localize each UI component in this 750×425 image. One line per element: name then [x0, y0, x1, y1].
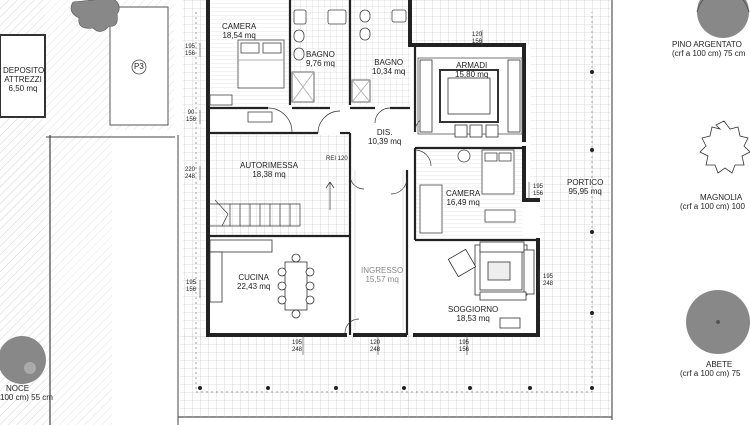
- room-area: 9,76 mq: [306, 59, 335, 68]
- room-cucina: CUCINA 22,43 mq: [237, 273, 270, 291]
- room-name: ARMADI: [456, 61, 488, 70]
- cucina-furniture: [209, 239, 315, 319]
- room-bagno-2: BAGNO 10,34 mq: [372, 58, 405, 76]
- dimension-marks: [199, 30, 540, 355]
- rei-label: REI 120: [326, 156, 348, 162]
- tree-name: PINO ARGENTATO: [672, 40, 742, 49]
- tree-name: ABETE: [706, 360, 733, 369]
- room-area: 18,54 mq: [222, 31, 256, 40]
- tree-size: (crf a 100 cm) 75 cm: [672, 49, 746, 58]
- room-area: 10,39 mq: [368, 137, 402, 146]
- tree-size: (crf a 100 cm) 75: [680, 369, 741, 378]
- room-area: 95,95 mq: [568, 187, 602, 196]
- bed-camera-1: [209, 39, 285, 123]
- room-autorimessa: AUTORIMESSA 18,38 mq: [240, 161, 298, 179]
- room-bagno-1: BAGNO 9,76 mq: [306, 50, 335, 68]
- tree-magnolia: MAGNOLIA (crf a 100 cm) 100: [680, 193, 745, 211]
- room-name: DIS.: [376, 128, 393, 137]
- room-area: 10,34 mq: [372, 67, 406, 76]
- tree-abete: ABETE (crf a 100 cm) 75: [680, 360, 740, 378]
- room-name: INGRESSO: [361, 266, 404, 275]
- room-name: DEPOSITO ATTREZZI: [3, 66, 45, 84]
- room-name: BAGNO: [374, 58, 404, 67]
- portico-columns: [198, 70, 594, 390]
- room-area: 18,53 mq: [456, 314, 490, 323]
- room-area: 18,38 mq: [252, 170, 286, 179]
- room-area: 15,80 mq: [455, 70, 489, 79]
- room-armadi: ARMADI 15,80 mq: [455, 61, 488, 79]
- room-area: 15,57 mq: [365, 275, 399, 284]
- bathroom-fixtures: [291, 9, 407, 103]
- house-walls: [206, 0, 540, 337]
- room-deposito: DEPOSITO ATTREZZI 6,50 mq: [3, 66, 45, 93]
- room-soggiorno: SOGGIORNO 18,53 mq: [448, 305, 498, 323]
- room-name: PORTICO: [567, 178, 604, 187]
- soggiorno-furniture: [447, 241, 535, 329]
- garage-floor: [208, 135, 348, 235]
- room-name: BAGNO: [306, 50, 335, 59]
- room-name: CAMERA: [446, 189, 481, 198]
- room-name: CUCINA: [238, 273, 270, 282]
- room-name: AUTORIMESSA: [240, 161, 299, 170]
- tree-size: 100 cm) 55 cm: [0, 393, 53, 402]
- room-camera-1: CAMERA 18,54 mq: [222, 22, 256, 40]
- fence-lot: [46, 135, 179, 425]
- parking-label: P3: [134, 62, 144, 71]
- room-ingresso: INGRESSO 15,57 mq: [361, 266, 403, 284]
- room-area: 22,43 mq: [237, 282, 271, 291]
- parking-space: [109, 6, 169, 126]
- parking-circle: [131, 59, 147, 75]
- tree-pino: PINO ARGENTATO (crf a 100 cm) 75 cm: [672, 40, 745, 58]
- tree-size: (crf a 100 cm) 100: [680, 202, 745, 211]
- room-dis: DIS. 10,39 mq: [368, 128, 401, 146]
- tree-name: MAGNOLIA: [700, 193, 743, 202]
- room-name: SOGGIORNO: [448, 305, 499, 314]
- ingresso-lines: [354, 170, 404, 330]
- tree-name: NOCE: [6, 384, 30, 393]
- room-portico: PORTICO 95,95 mq: [567, 178, 603, 196]
- tree-noce: NOCE 100 cm) 55 cm: [0, 384, 53, 402]
- tree-symbols: [0, 0, 750, 384]
- room-area: 6,50 mq: [8, 84, 38, 93]
- deposito-building: [0, 34, 46, 118]
- stairs: [208, 181, 335, 227]
- interior-walls: [208, 0, 538, 335]
- room-camera-2: CAMERA 16,49 mq: [446, 189, 480, 207]
- room-name: CAMERA: [222, 22, 257, 31]
- camera-2-furniture: [419, 149, 516, 234]
- room-area: 16,49 mq: [446, 198, 480, 207]
- armadi-furniture: [417, 57, 523, 138]
